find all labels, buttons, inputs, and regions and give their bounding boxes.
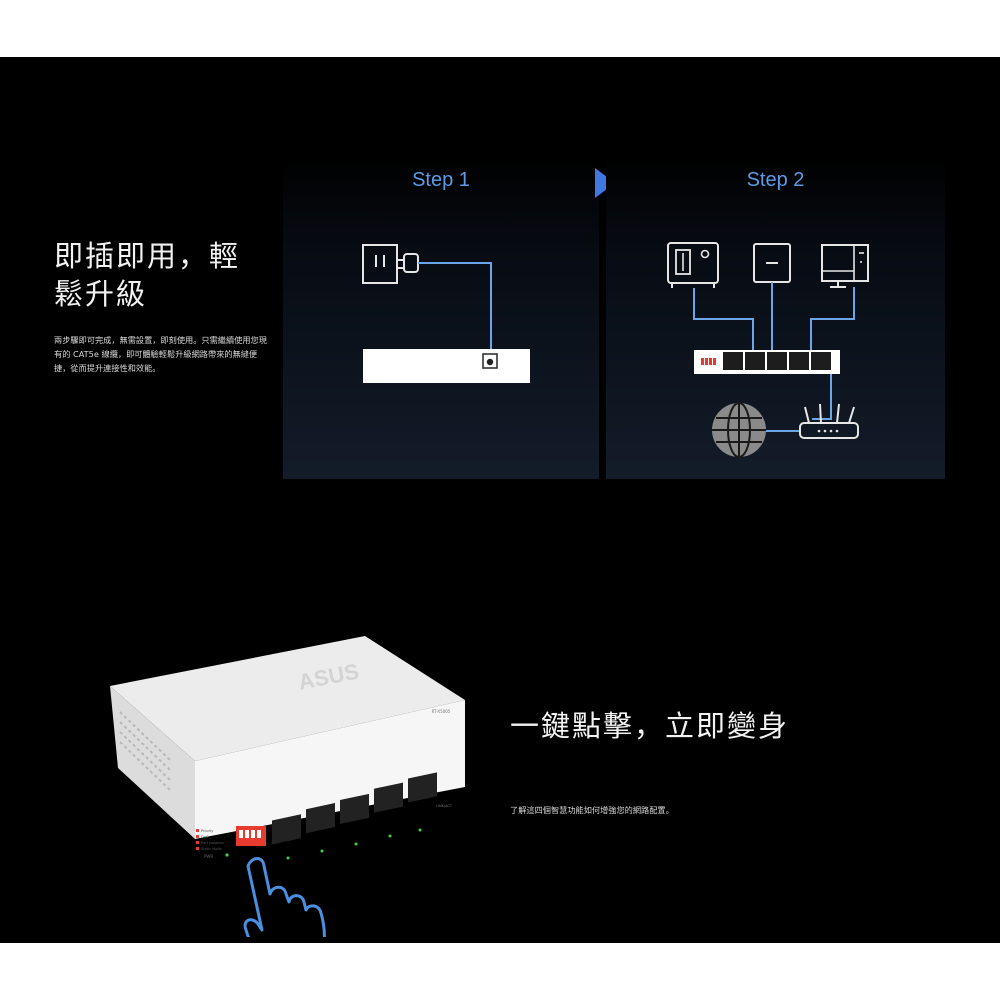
feature-title: 一鍵點擊，立即變身 (510, 709, 790, 743)
power-plug-icon (397, 253, 419, 273)
ethernet-ports (272, 772, 437, 845)
step-2-panel: Step 2 (606, 157, 945, 479)
power-led (225, 853, 229, 857)
nas-device-icon (667, 242, 719, 288)
cable-router (812, 371, 832, 420)
svg-text:Priority: Priority (201, 829, 213, 833)
hand-pointer-icon (243, 857, 326, 937)
svg-text:Static Mode: Static Mode (201, 847, 222, 851)
network-device-icon (753, 243, 791, 283)
dip-labels: Priority QoS Port Isolation Static Mode (196, 829, 224, 851)
model-label: RT-X5005 (432, 709, 451, 714)
desktop-computer-icon (821, 244, 869, 288)
dip-switch-block[interactable] (236, 826, 266, 846)
link-leds (286, 828, 422, 860)
step-1-label: Step 1 (412, 169, 470, 191)
play-arrow-icon (595, 168, 615, 198)
step-2-label: Step 2 (746, 169, 805, 191)
power-label: PWR (204, 854, 213, 859)
link-act-label: LINK/ACT (436, 804, 453, 808)
feature-description: 了解這四個智慧功能如何增強您的網路配置。 (510, 805, 674, 815)
switch-front-icon (363, 349, 530, 383)
cable-pc (810, 287, 855, 353)
step-1-panel: Step 1 (283, 157, 599, 479)
power-cable (418, 262, 492, 357)
hero-title: 即插即用，輕鬆升級 (54, 239, 241, 311)
content-band: 即插即用，輕鬆升級 兩步驟即可完成，無需設置，即刻使用。只需繼續使用您現有的 C… (0, 57, 1000, 943)
step-2-illustration (667, 242, 869, 458)
globe-icon (712, 402, 766, 458)
svg-text:Port Isolation: Port Isolation (201, 841, 224, 845)
wall-outlet-icon (362, 244, 398, 284)
wifi-router-icon (799, 403, 859, 439)
cable-nas (693, 288, 754, 353)
switch-ports-icon (694, 350, 840, 374)
step-1-illustration (362, 244, 530, 383)
svg-text:QoS: QoS (201, 835, 209, 839)
switch-product-image: ASUS RT-X5005 Priority QoS Port Isolatio… (110, 636, 465, 937)
hero-description: 兩步驟即可完成，無需設置，即刻使用。只需繼續使用您現有的 CAT5e 線纜，即可… (54, 335, 267, 373)
